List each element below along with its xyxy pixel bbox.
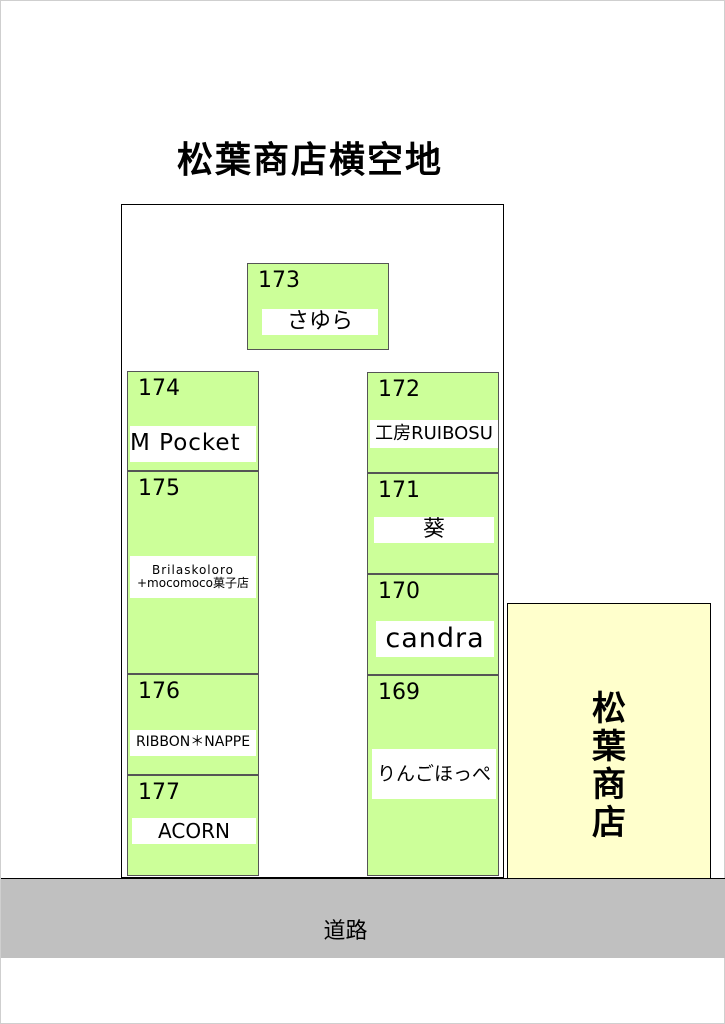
- booth-name: 工房RUIBOSU: [370, 420, 498, 448]
- booth-name: 葵: [374, 517, 494, 543]
- booth-176[interactable]: 176 RIBBON＊NAPPE: [127, 674, 259, 775]
- store-label: 松 葉 商 店: [508, 690, 710, 842]
- booth-number: 169: [378, 680, 420, 705]
- booth-name: りんごほっぺ: [372, 749, 496, 799]
- matsuba-store-building: 松 葉 商 店: [507, 603, 711, 879]
- booth-number: 175: [138, 476, 180, 501]
- booth-name: M Pocket: [130, 426, 256, 462]
- map-title: 松葉商店横空地: [177, 140, 444, 181]
- store-label-char: 松: [592, 689, 626, 729]
- booth-171[interactable]: 171 葵: [367, 473, 499, 574]
- booth-174[interactable]: 174 M Pocket: [127, 371, 259, 471]
- booth-169[interactable]: 169 りんごほっぺ: [367, 675, 499, 876]
- booth-name: ACORN: [132, 818, 256, 844]
- booth-name-line: +mocomoco菓子店: [137, 576, 249, 590]
- booth-170[interactable]: 170 candra: [367, 574, 499, 675]
- booth-number: 177: [138, 780, 180, 805]
- booth-number: 173: [258, 268, 300, 293]
- booth-number: 172: [378, 377, 420, 402]
- booth-number: 171: [378, 478, 420, 503]
- booth-177[interactable]: 177 ACORN: [127, 775, 259, 876]
- booth-name: RIBBON＊NAPPE: [130, 730, 256, 756]
- booth-173[interactable]: 173 さゆら: [247, 263, 389, 350]
- store-label-char: 商: [592, 765, 626, 805]
- booth-name: さゆら: [262, 309, 378, 335]
- store-label-char: 店: [592, 803, 626, 843]
- road: 道路: [1, 878, 725, 958]
- booth-name: Brilaskoloro +mocomoco菓子店: [130, 556, 256, 598]
- road-label: 道路: [323, 919, 368, 944]
- store-label-char: 葉: [592, 727, 626, 767]
- booth-175[interactable]: 175 Brilaskoloro +mocomoco菓子店: [127, 471, 259, 674]
- booth-name-line: Brilaskoloro: [152, 562, 234, 577]
- booth-number: 174: [138, 376, 180, 401]
- booth-name: candra: [376, 621, 494, 657]
- booth-number: 176: [138, 679, 180, 704]
- booth-number: 170: [378, 579, 420, 604]
- booth-172[interactable]: 172 工房RUIBOSU: [367, 372, 499, 473]
